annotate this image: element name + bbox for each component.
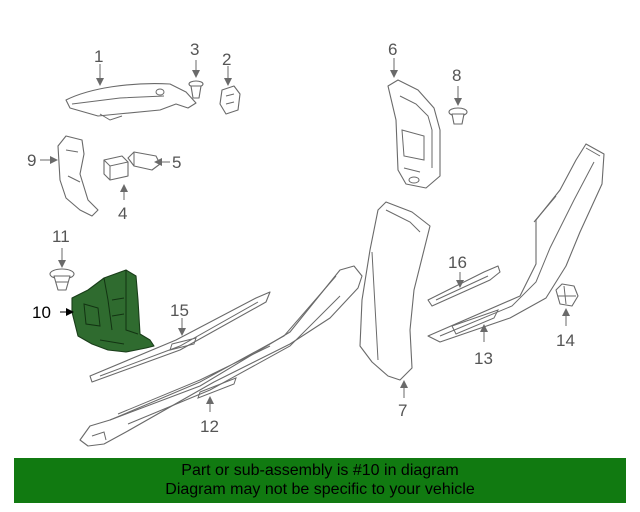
callout-10: 10 bbox=[32, 303, 74, 322]
part-15-sill-strip[interactable] bbox=[89, 291, 271, 383]
part-11-clip[interactable] bbox=[49, 268, 75, 291]
part-10-bracket-highlighted[interactable] bbox=[71, 269, 155, 353]
info-banner: Part or sub-assembly is #10 in diagram D… bbox=[14, 458, 626, 503]
callout-label-7: 7 bbox=[398, 401, 407, 420]
part-3-clip[interactable] bbox=[188, 80, 204, 99]
callout-label-3: 3 bbox=[190, 40, 199, 59]
callout-1: 1 bbox=[94, 47, 104, 86]
part-9-bracket[interactable] bbox=[57, 135, 99, 217]
callout-13: 13 bbox=[474, 324, 493, 368]
banner-line-disclaimer: Diagram may not be specific to your vehi… bbox=[165, 481, 475, 498]
callout-label-12: 12 bbox=[200, 417, 219, 436]
callout-label-9: 9 bbox=[27, 151, 36, 170]
part-14-clip[interactable] bbox=[555, 283, 579, 307]
callout-label-16: 16 bbox=[448, 253, 467, 272]
callout-4: 4 bbox=[118, 184, 128, 223]
part-4-clip[interactable] bbox=[103, 155, 129, 181]
callout-label-11: 11 bbox=[52, 227, 70, 246]
callout-11: 11 bbox=[52, 227, 70, 268]
banner-line-part-number: Part or sub-assembly is #10 in diagram bbox=[181, 462, 459, 479]
callout-label-14: 14 bbox=[556, 331, 575, 350]
callout-label-8: 8 bbox=[452, 66, 461, 85]
callout-label-15: 15 bbox=[170, 301, 189, 320]
callout-7: 7 bbox=[398, 380, 408, 420]
callout-6: 6 bbox=[388, 40, 398, 78]
part-7-pillar-lower-trim[interactable] bbox=[359, 201, 431, 381]
callout-14: 14 bbox=[556, 308, 575, 350]
callout-5: 5 bbox=[154, 153, 181, 172]
part-6-pillar-upper-trim[interactable] bbox=[387, 79, 441, 189]
exploded-parts-diagram: 1 3 2 9 bbox=[27, 40, 605, 447]
callout-label-1: 1 bbox=[94, 47, 103, 66]
callout-label-2: 2 bbox=[222, 50, 231, 69]
part-8-clip[interactable] bbox=[448, 107, 468, 125]
callout-12: 12 bbox=[200, 396, 219, 436]
part-13-rear-sill-trim[interactable] bbox=[427, 143, 605, 343]
callout-15: 15 bbox=[170, 301, 189, 336]
part-2-bracket[interactable] bbox=[219, 85, 241, 115]
callout-9: 9 bbox=[27, 151, 58, 170]
callout-label-5: 5 bbox=[172, 153, 181, 172]
callout-label-4: 4 bbox=[118, 204, 127, 223]
callout-label-13: 13 bbox=[474, 349, 493, 368]
callout-2: 2 bbox=[222, 50, 232, 86]
part-12-sill-trim[interactable] bbox=[79, 265, 363, 447]
callout-label-6: 6 bbox=[388, 40, 397, 59]
part-16-trim-strip[interactable] bbox=[427, 265, 501, 307]
callout-8: 8 bbox=[452, 66, 462, 106]
part-5-clip[interactable] bbox=[127, 151, 161, 171]
callout-16: 16 bbox=[448, 253, 467, 288]
part-1-trim-panel[interactable] bbox=[65, 83, 197, 121]
callout-label-10: 10 bbox=[32, 303, 51, 322]
callout-3: 3 bbox=[190, 40, 200, 78]
